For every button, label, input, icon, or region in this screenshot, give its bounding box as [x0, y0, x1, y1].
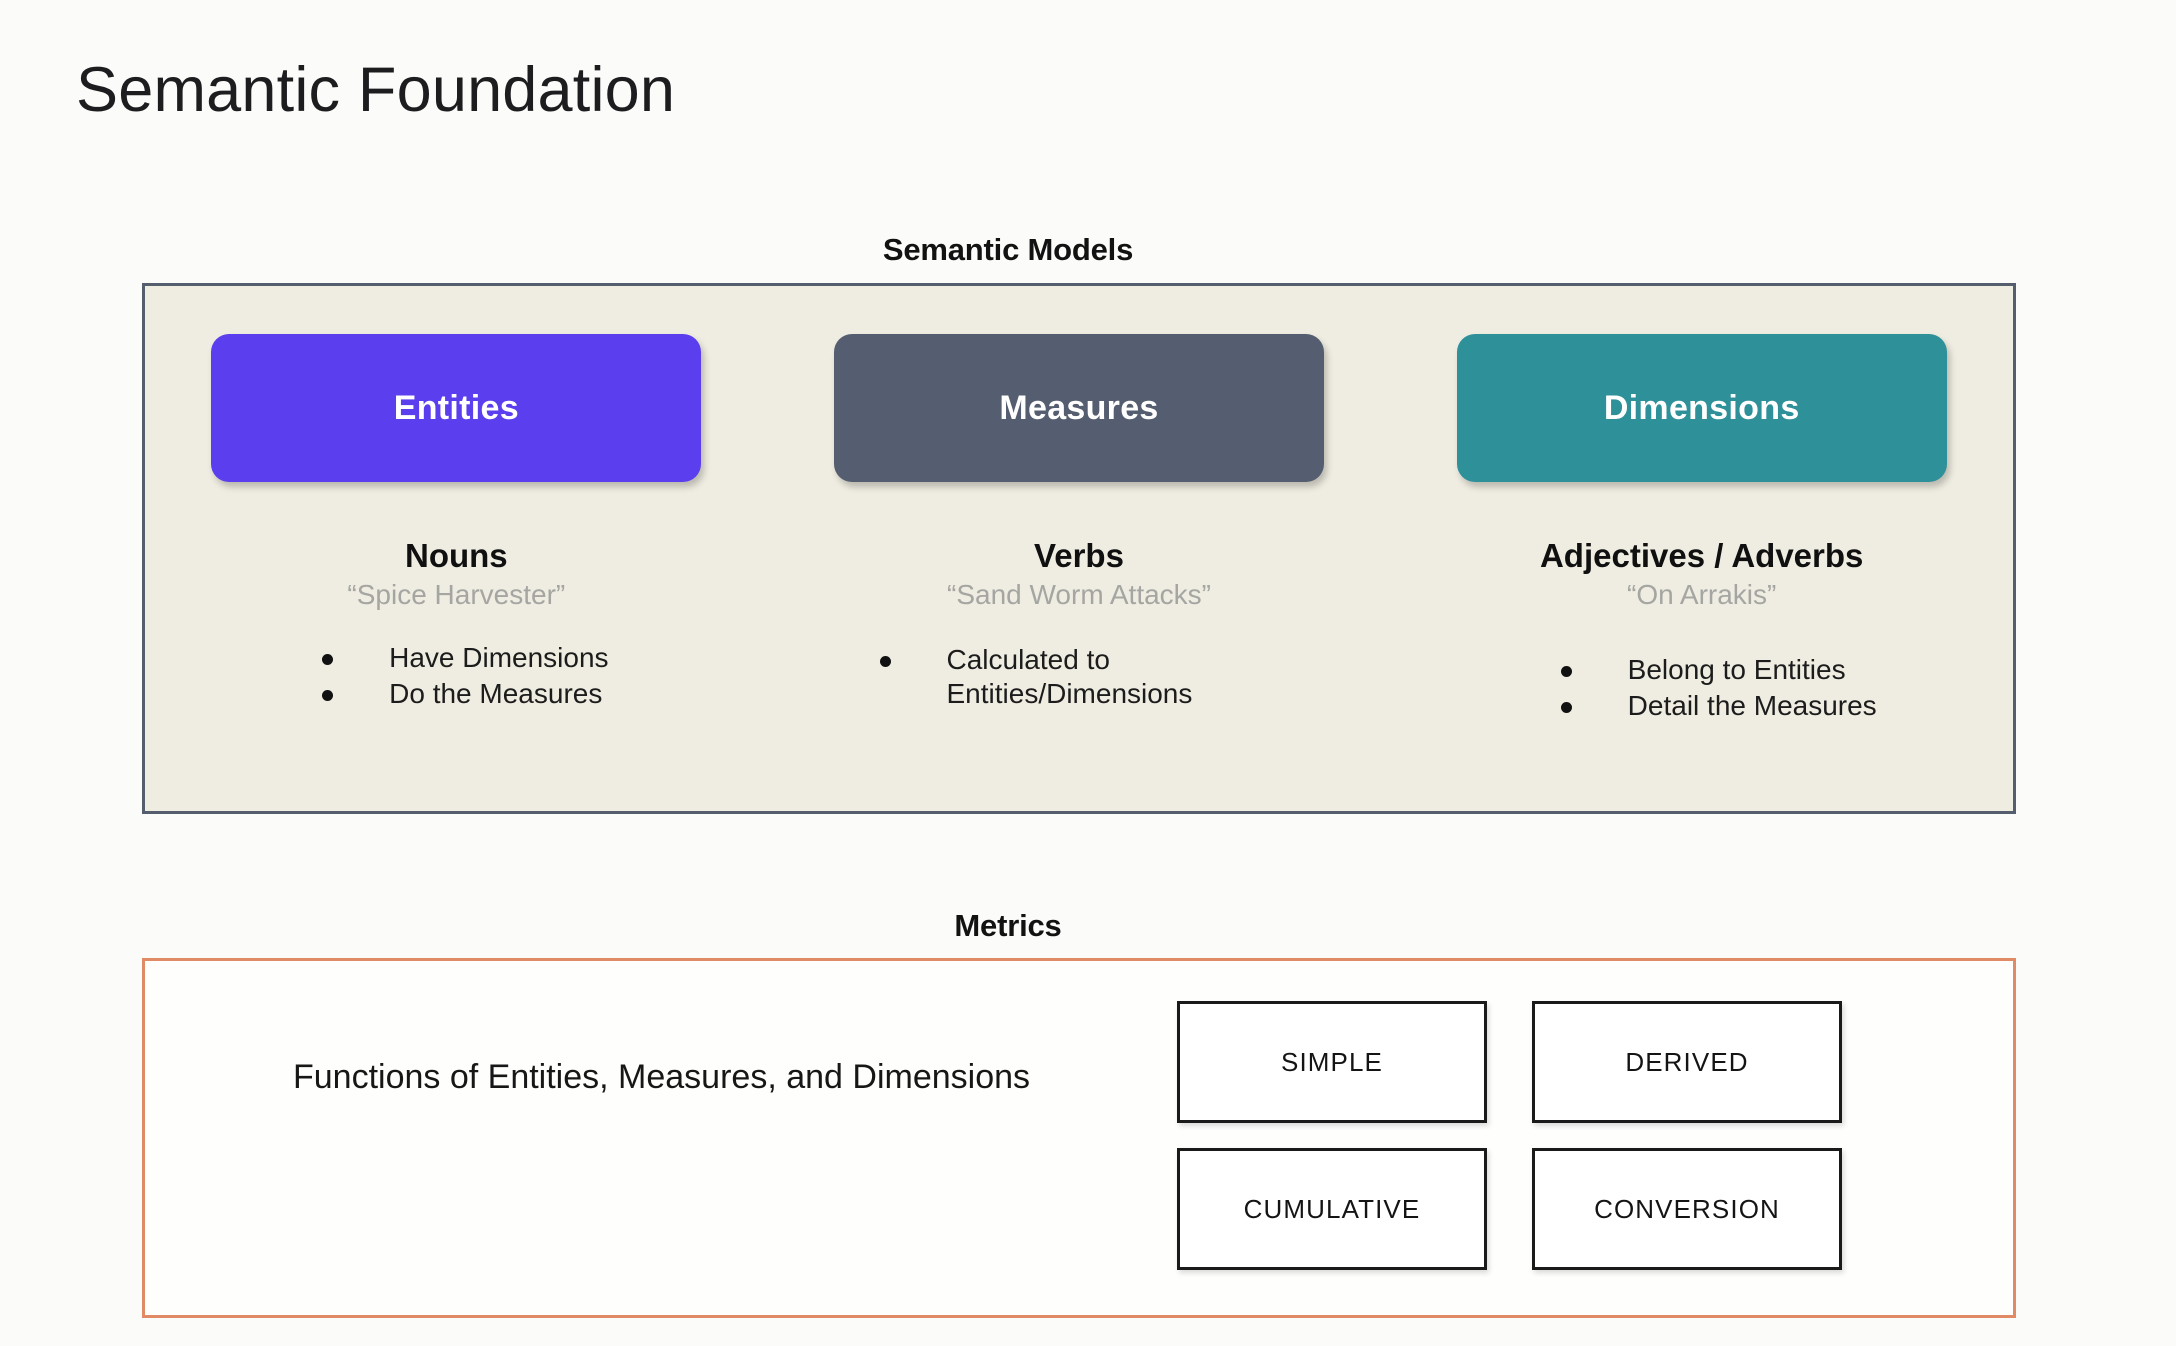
bullet-label: Detail the Measures: [1627, 689, 1877, 721]
list-item: Calculated to Entities/Dimensions: [879, 643, 1287, 709]
bullet-label: Calculated to Entities/Dimensions: [946, 644, 1193, 709]
metric-type-cumulative[interactable]: CUMULATIVE: [1177, 1148, 1487, 1270]
part-of-speech-label-entities: Nouns: [405, 537, 508, 574]
metric-type-derived[interactable]: DERIVED: [1532, 1001, 1842, 1123]
semantic-model-column-dimensions: Dimensions Adjectives / Adverbs “On Arra…: [1390, 286, 2013, 811]
semantic-model-column-entities: Entities Nouns “Spice Harvester” Have Di…: [145, 286, 768, 811]
bullet-list-entities: Have Dimensions Do the Measures: [322, 641, 609, 711]
page-title: Semantic Foundation: [76, 55, 676, 125]
chip-entities[interactable]: Entities: [211, 334, 702, 482]
bullet-label: Belong to Entities: [1627, 654, 1846, 686]
bullet-list-dimensions: Belong to Entities Detail the Measures: [1560, 653, 1877, 723]
bullet-dot-icon: [1560, 666, 1572, 678]
semantic-models-panel: Entities Nouns “Spice Harvester” Have Di…: [142, 283, 2016, 814]
metrics-panel: Functions of Entities, Measures, and Dim…: [142, 958, 2016, 1318]
metrics-caption: Metrics: [954, 908, 1062, 943]
example-text-dimensions: “On Arrakis”: [1627, 579, 1777, 611]
part-of-speech-label-measures: Verbs: [1034, 537, 1124, 574]
list-item: Detail the Measures: [1560, 689, 1877, 722]
bullet-dot-icon: [879, 656, 891, 668]
metric-type-grid: SIMPLE DERIVED CUMULATIVE CONVERSION: [1177, 1001, 1842, 1270]
metric-type-conversion[interactable]: CONVERSION: [1532, 1148, 1842, 1270]
semantic-models-caption: Semantic Models: [882, 232, 1134, 267]
list-item: Belong to Entities: [1560, 653, 1877, 686]
metric-type-simple[interactable]: SIMPLE: [1177, 1001, 1487, 1123]
bullet-label: Do the Measures: [389, 677, 603, 709]
list-item: Do the Measures: [322, 677, 608, 710]
chip-dimensions[interactable]: Dimensions: [1456, 334, 1947, 482]
list-item: Have Dimensions: [322, 641, 609, 674]
semantic-model-column-measures: Measures Verbs “Sand Worm Attacks” Calcu…: [768, 286, 1391, 811]
part-of-speech-label-dimensions: Adjectives / Adverbs: [1539, 537, 1864, 574]
bullet-dot-icon: [322, 689, 334, 701]
bullet-dot-icon: [1560, 701, 1572, 713]
metrics-description: Functions of Entities, Measures, and Dim…: [293, 1058, 1031, 1096]
bullet-label: Have Dimensions: [389, 642, 609, 674]
example-text-measures: “Sand Worm Attacks”: [947, 579, 1212, 611]
bullet-list-measures: Calculated to Entities/Dimensions: [879, 643, 1287, 711]
bullet-dot-icon: [322, 654, 334, 666]
semantic-models-columns: Entities Nouns “Spice Harvester” Have Di…: [145, 286, 2013, 811]
example-text-entities: “Spice Harvester”: [347, 579, 566, 611]
chip-measures[interactable]: Measures: [834, 334, 1324, 482]
